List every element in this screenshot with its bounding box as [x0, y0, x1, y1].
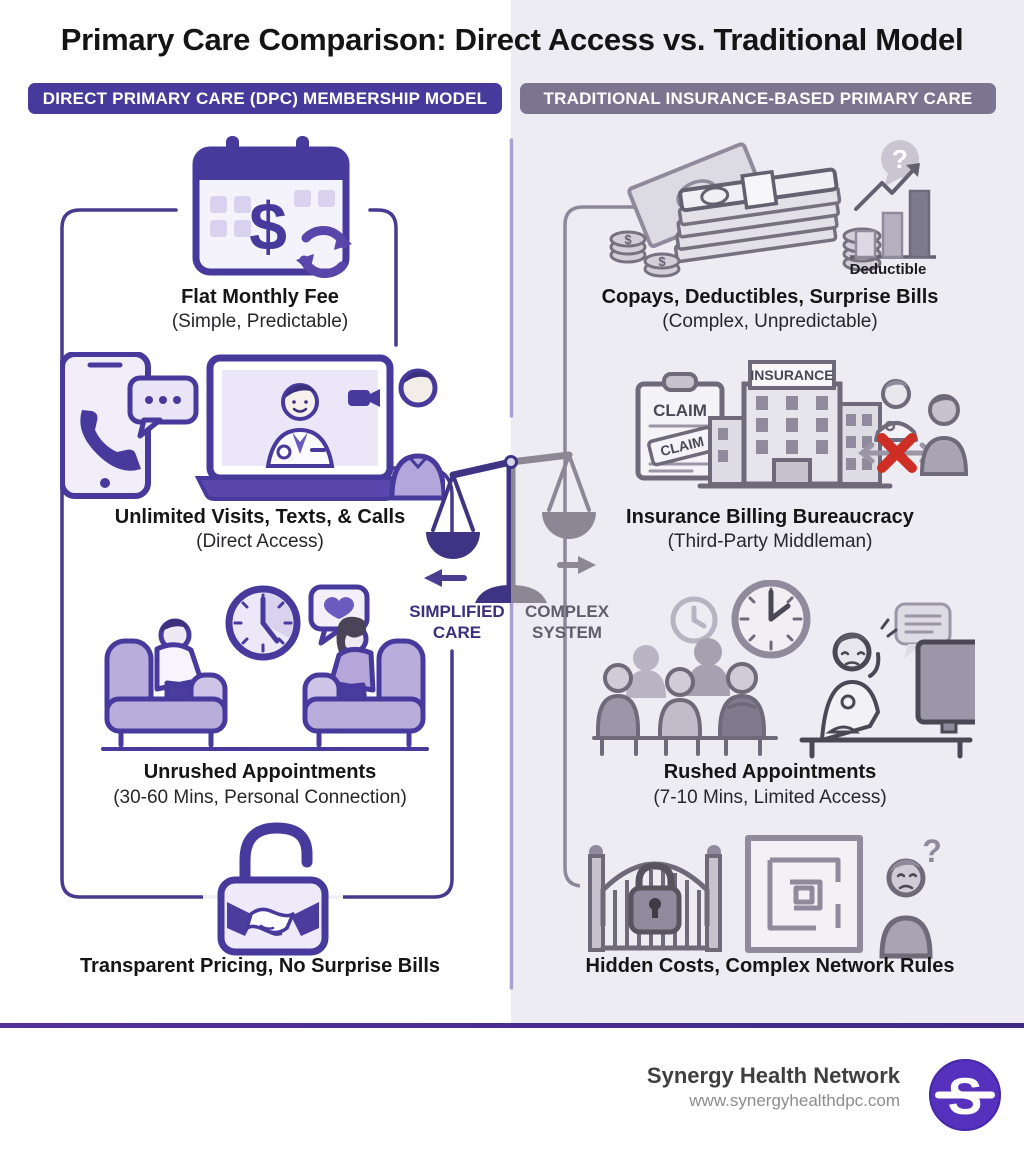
- stressed-doctor-computer-icon: [799, 602, 975, 759]
- svg-text:?: ?: [892, 144, 908, 174]
- doctor-armchair-icon: [104, 618, 228, 748]
- doctor-patient-armchairs-clock-icon: [101, 584, 429, 751]
- patient-icon: [389, 368, 445, 501]
- calendar-header: [196, 150, 346, 180]
- patient-armchair-icon: [302, 616, 426, 748]
- laptop-base: [194, 476, 406, 501]
- page-title: Primary Care Comparison: Direct Access v…: [60, 22, 964, 57]
- insurance-building-icon: INSURANCE: [697, 360, 893, 489]
- waiting-room-crowd-icon: [592, 638, 778, 756]
- doctor-icon: [874, 379, 918, 442]
- padlock-icon: [628, 862, 682, 935]
- doctor-coat: [819, 679, 881, 743]
- item-title-hidden-costs: Hidden Costs, Complex Network Rules: [585, 955, 955, 977]
- svg-text:$: $: [624, 232, 632, 247]
- complex-system-label: COMPLEX SYSTEM: [524, 602, 610, 642]
- traditional-model-badge: TRADITIONAL INSURANCE-BASED PRIMARY CARE: [520, 83, 996, 114]
- cash-coins-chart-icon: $ $ $ ?: [609, 140, 936, 278]
- patient-icon: [919, 394, 969, 476]
- open-padlock-handshake-icon: [203, 822, 343, 957]
- insurance-bureaucracy-icon: CLAIM CLAIM INSURANCE: [635, 360, 969, 489]
- balance-scale-icon: [424, 451, 596, 603]
- svg-text:CLAIM: CLAIM: [653, 401, 707, 420]
- footer-accent-bar: [0, 1023, 1024, 1028]
- clock-icon: [731, 580, 811, 659]
- svg-text:$: $: [658, 254, 666, 269]
- cash-stack-icon: [673, 167, 842, 264]
- arm-to-head: [868, 652, 881, 678]
- phone-icon: [60, 352, 151, 499]
- claim-stamp: CLAIM: [647, 425, 717, 467]
- right-arrow-icon: [557, 556, 596, 574]
- question-mark-icon: ?: [922, 833, 942, 869]
- rushed-appointments-icon: [592, 580, 975, 759]
- video-camera-icon: [348, 389, 380, 407]
- left-loop-line: [60, 208, 454, 899]
- open-shackle: [239, 822, 313, 890]
- synergy-logo: S: [929, 1059, 1001, 1131]
- item-subtitle: (Direct Access): [196, 531, 324, 552]
- handshake-icon: [227, 902, 319, 936]
- brand-name: Synergy Health Network: [646, 1063, 900, 1088]
- coins-icon: [609, 227, 882, 278]
- stethoscope-icon: [840, 694, 856, 710]
- hidden-costs-icon: ?: [580, 833, 945, 959]
- maze-icon: [745, 835, 863, 953]
- chat-bubble-icon: [127, 375, 199, 439]
- clock-icon: [225, 585, 301, 661]
- item-title-unrushed-appointments: Unrushed Appointments: [143, 761, 377, 783]
- item-title-transparent-pricing: Transparent Pricing, No Surprise Bills: [79, 955, 441, 977]
- phone-handset-icon: [80, 410, 141, 471]
- blocked-x-icon: [857, 433, 937, 473]
- item-subtitle: (30-60 Mins, Personal Connection): [113, 787, 407, 808]
- confused-person-icon: ?: [879, 833, 942, 959]
- brand-url: www.synergyhealthdpc.com: [689, 1091, 900, 1110]
- item-subtitle: (Third-Party Middleman): [667, 531, 873, 552]
- item-title-flat-monthly-fee: Flat Monthly Fee: [181, 286, 339, 308]
- phone-laptop-telehealth-icon: [60, 352, 445, 501]
- question-bubble-icon: ?: [881, 140, 919, 187]
- deductible-bar-chart-icon: [850, 163, 936, 259]
- right-loop-line: [563, 205, 940, 888]
- computer-monitor: [915, 639, 975, 725]
- item-title-insurance-bureaucracy: Insurance Billing Bureaucracy: [626, 506, 914, 528]
- item-subtitle: (7-10 Mins, Limited Access): [653, 787, 887, 808]
- dollar-sign-icon: $: [249, 189, 287, 265]
- doctor-hair: [285, 384, 316, 398]
- item-subtitle: (Complex, Unpredictable): [662, 311, 878, 332]
- deductible-chart-label: Deductible: [849, 261, 927, 278]
- dpc-model-badge: DIRECT PRIMARY CARE (DPC) MEMBERSHIP MOD…: [28, 83, 502, 114]
- left-arrow-icon: [424, 569, 467, 587]
- item-title-unlimited-visits: Unlimited Visits, Texts, & Calls: [114, 506, 406, 528]
- claim-clipboard-icon: CLAIM CLAIM: [635, 372, 725, 481]
- svg-text:INSURANCE: INSURANCE: [750, 367, 833, 383]
- item-title-rushed-appointments: Rushed Appointments: [663, 761, 877, 783]
- calendar-dollar-refresh-icon: $: [192, 136, 352, 279]
- locked-gate-icon: [588, 845, 722, 952]
- simplified-care-label: SIMPLIFIED CARE: [409, 602, 505, 642]
- small-clock-icon: [670, 596, 718, 644]
- telehealth-laptop-doctor-icon: [194, 354, 406, 501]
- stethoscope-icon: [276, 444, 292, 460]
- item-subtitle: (Simple, Predictable): [171, 311, 349, 332]
- item-title-copays-deductibles: Copays, Deductibles, Surprise Bills: [601, 286, 939, 308]
- stress-marks: [880, 618, 898, 638]
